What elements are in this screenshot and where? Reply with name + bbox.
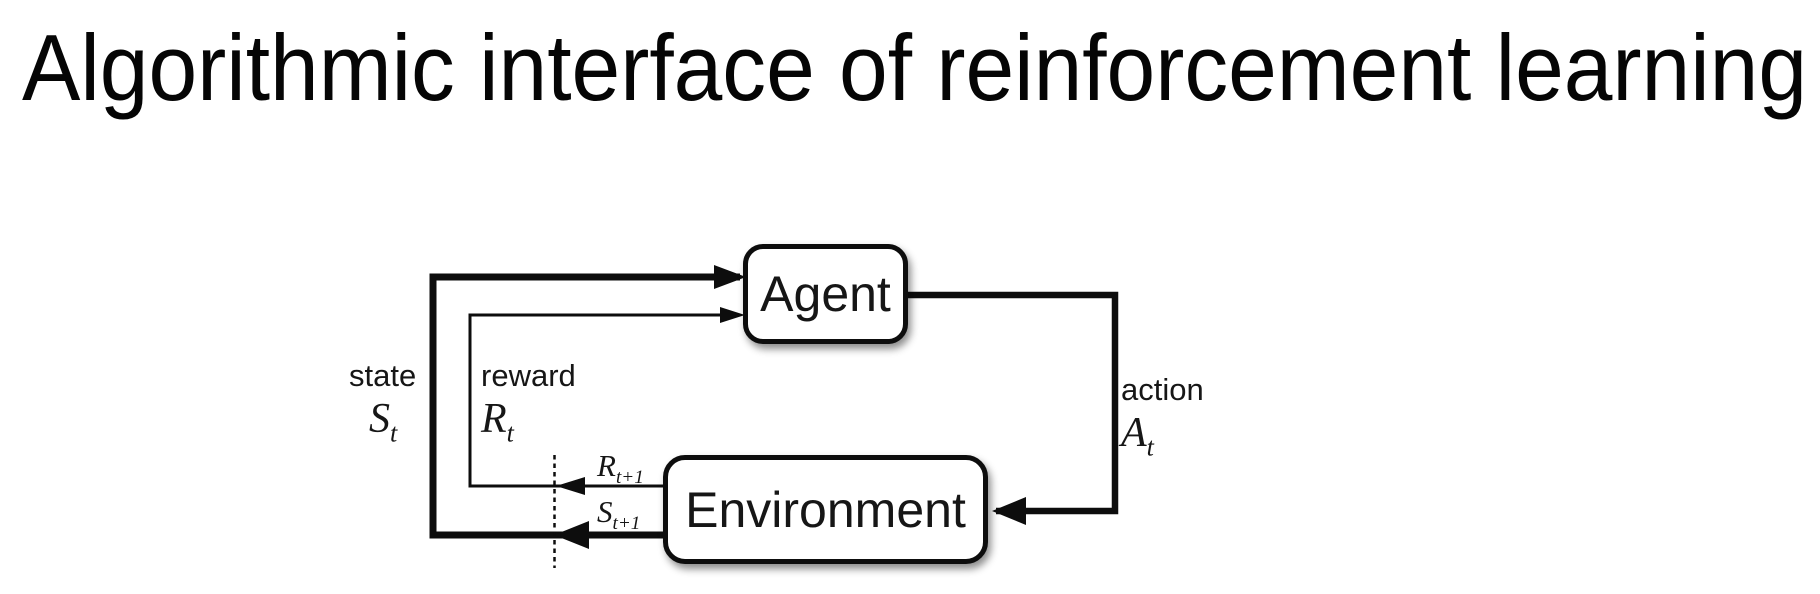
action-symbol-base: A [1121, 410, 1147, 456]
next-reward-arrowhead [556, 477, 585, 495]
reward-symbol: Rt [481, 396, 514, 446]
state-loop-line [429, 273, 740, 539]
action-loop-line [905, 291, 1119, 515]
environment-box: Environment [663, 455, 988, 564]
next-reward-symbol-base: R [597, 448, 616, 483]
next-reward-symbol: Rt+1 [597, 448, 644, 487]
state-symbol: St [369, 396, 397, 446]
agent-box: Agent [743, 244, 908, 344]
reward-symbol-base: R [481, 396, 507, 442]
slide-title: Algorithmic interface of reinforcement l… [22, 15, 1807, 120]
state-symbol-base: S [369, 396, 390, 442]
environment-box-label: Environment [685, 481, 966, 538]
next-state-symbol: St+1 [597, 494, 640, 533]
action-word-label: action [1121, 372, 1204, 407]
reward-into-agent-arrowhead [720, 307, 745, 323]
state-word-label: state [349, 358, 417, 393]
reward-symbol-subscript: t [506, 418, 514, 448]
state-into-agent-arrowhead [714, 265, 746, 289]
agent-box-label: Agent [760, 266, 891, 322]
action-symbol: At [1121, 410, 1154, 460]
reward-word-label: reward [481, 358, 576, 393]
next-state-symbol-subscript: t+1 [612, 513, 641, 535]
action-into-environment-arrowhead [992, 497, 1026, 525]
next-state-arrowhead [554, 521, 589, 549]
next-reward-symbol-subscript: t+1 [615, 467, 644, 489]
state-symbol-subscript: t [390, 418, 398, 448]
next-state-symbol-base: S [597, 494, 613, 529]
action-symbol-subscript: t [1146, 432, 1154, 462]
